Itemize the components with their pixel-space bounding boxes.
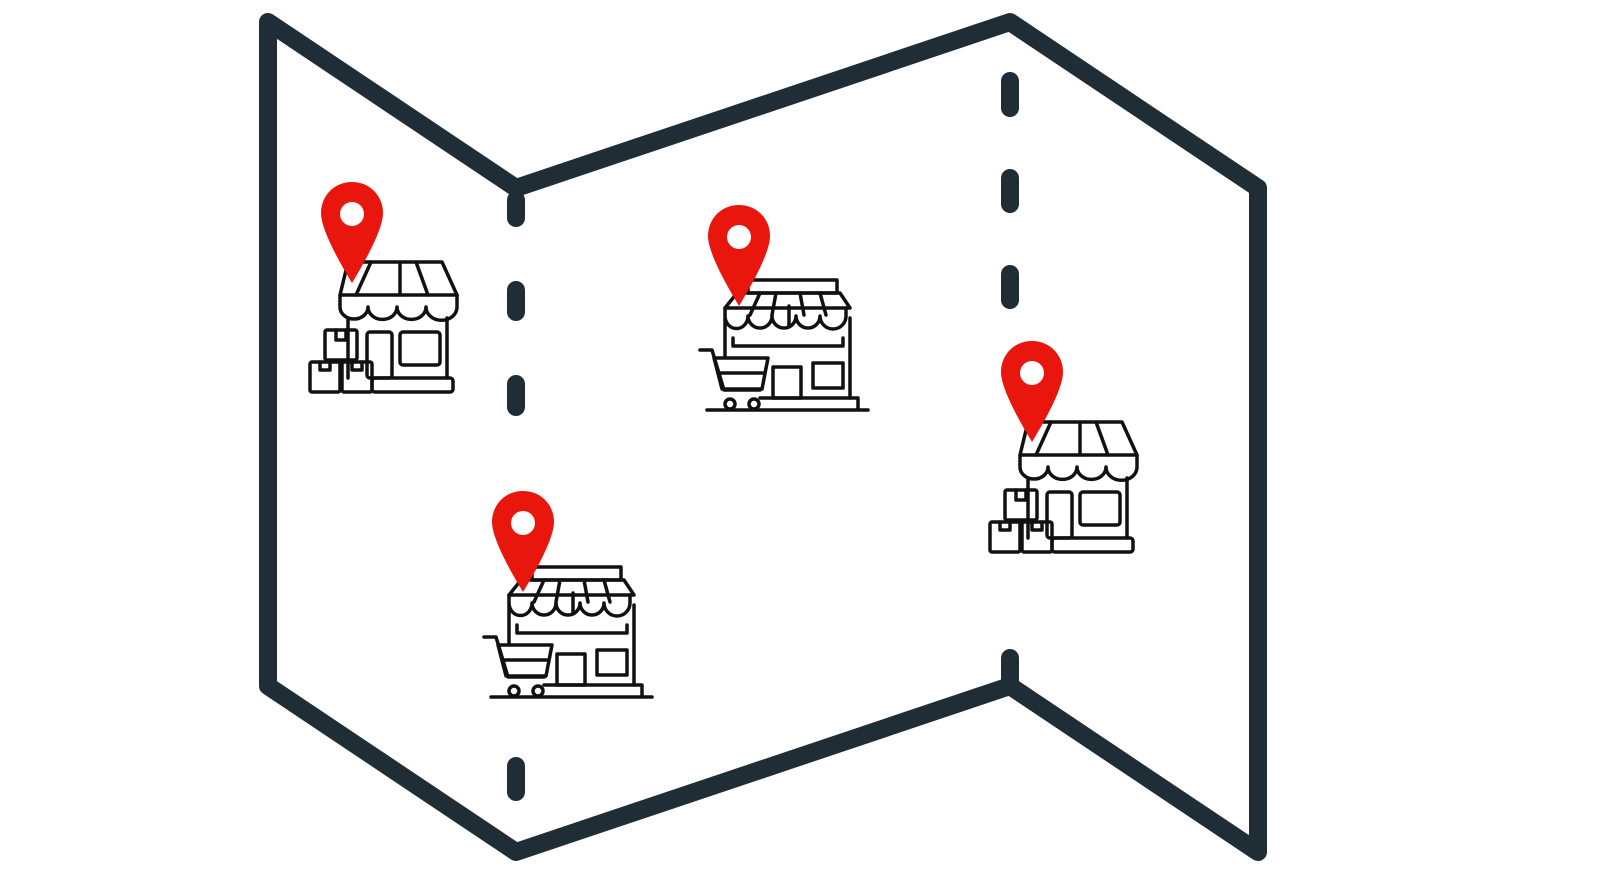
- store-with-cart-icon: [698, 278, 870, 412]
- location-pin-icon[interactable]: [1001, 341, 1063, 442]
- location-pin-icon[interactable]: [492, 491, 554, 592]
- location-pin-icon[interactable]: [321, 182, 383, 283]
- store-with-cart-icon: [482, 565, 654, 699]
- store-with-boxes-icon: [988, 420, 1139, 554]
- map-outline: [259, 13, 1267, 861]
- location-pin-icon[interactable]: [708, 205, 770, 306]
- store-with-boxes-icon: [308, 260, 459, 394]
